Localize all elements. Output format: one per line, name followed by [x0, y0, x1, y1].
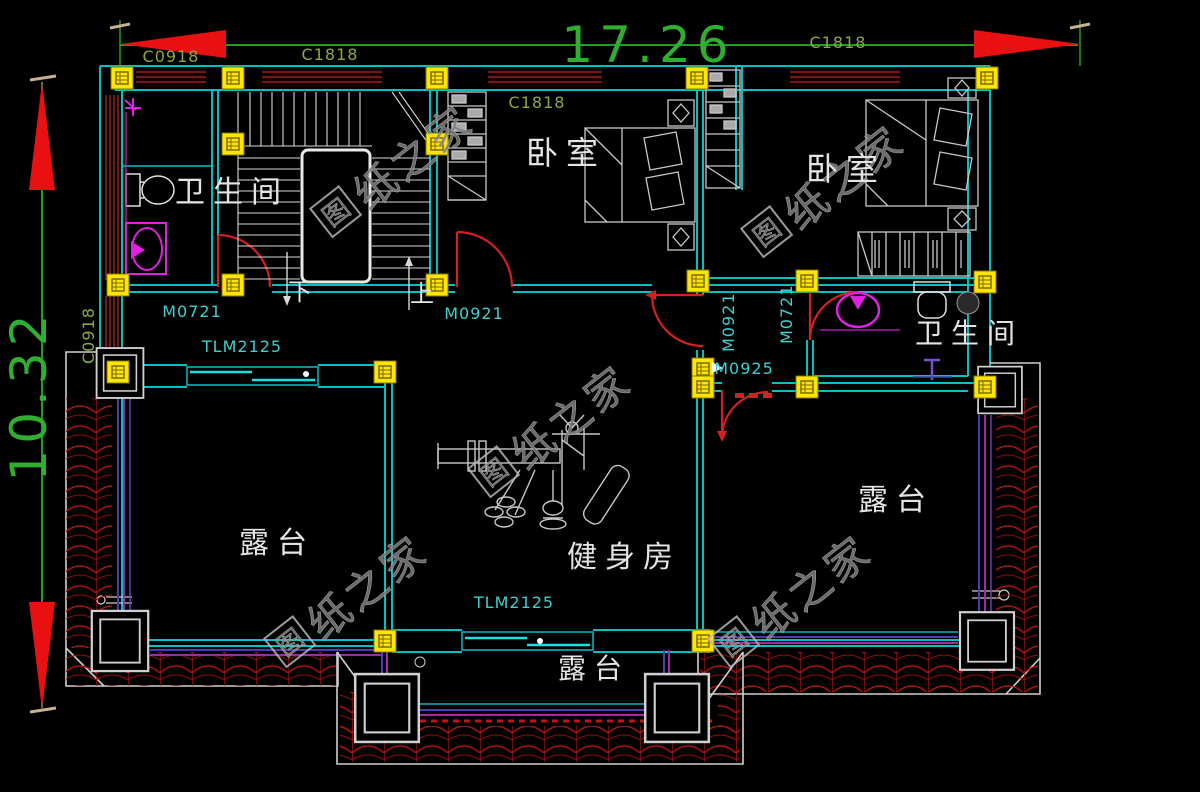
nightstand-right-top [947, 77, 977, 99]
label-door-m0721-hall: M0721 [777, 284, 796, 344]
window-c1818-top-left [262, 69, 382, 87]
watermark: 图 纸之家 [466, 355, 642, 499]
sliding-doors [186, 366, 594, 651]
floor-drain-icon [124, 98, 141, 116]
washbasin-right [820, 291, 900, 331]
door-bedroom-mid [455, 230, 514, 288]
closet-shaft [705, 69, 741, 189]
toilet-right [913, 281, 951, 319]
label-window-c1818-top-right: C1818 [810, 33, 867, 52]
label-room-bedroom-right: 卧室 [806, 150, 886, 188]
label-window-c0918-side: C0918 [79, 307, 98, 364]
window-c0918-top [136, 69, 206, 87]
watermark-logo-circle [956, 291, 980, 315]
bed-right [865, 99, 979, 207]
nightstand-right-bottom [947, 207, 977, 231]
sliding-door-gym [461, 631, 594, 651]
label-window-c1818-mid: C1818 [509, 93, 566, 112]
label-room-bathroom-left: 卫生间 [175, 175, 289, 210]
label-room-bathroom-right: 卫生间 [915, 317, 1023, 350]
doors [216, 230, 859, 442]
label-room-gym: 健身房 [567, 540, 681, 575]
labels: C0918 C1818 C1818 C1818 C0918 M0721 M092… [79, 33, 1023, 685]
label-tlm2125-gym: TLM2125 [473, 593, 554, 612]
dim-arrow-left [120, 30, 226, 58]
gym-equipment [437, 414, 630, 530]
door-terrace-right [717, 390, 769, 442]
label-room-terrace-bottom: 露台 [558, 652, 630, 685]
nightstand-mid-top [667, 99, 695, 127]
nightstand-mid-bottom [667, 223, 695, 251]
bed-mid [584, 127, 696, 223]
label-window-c0918-top: C0918 [143, 47, 200, 66]
svg-text:纸之家: 纸之家 [742, 526, 881, 650]
dimension-lines: 17.26 10.32 [0, 16, 1091, 714]
label-door-m0925: M0925 [714, 359, 774, 378]
post-terrace-left-bottom [90, 609, 150, 673]
dim-arrow-down [29, 602, 55, 710]
staircase [237, 91, 431, 310]
label-window-c1818-top-left: C1818 [302, 45, 359, 64]
furniture [447, 69, 979, 277]
svg-text:纸之家: 纸之家 [502, 356, 641, 480]
label-stairs-down: 下 [288, 278, 312, 306]
label-tlm2125-left: TLM2125 [201, 337, 282, 356]
porch-drain [414, 656, 426, 668]
window-c1818-top-right [790, 69, 900, 87]
watermark: 图 纸之家 [739, 115, 915, 259]
label-room-terrace-right: 露台 [858, 483, 934, 518]
label-room-bedroom-mid: 卧室 [526, 134, 606, 172]
dim-arrow-up [29, 82, 55, 190]
window-c1818-mid [488, 69, 602, 87]
label-door-m0921-center: M0921 [444, 304, 504, 323]
washbasin-left [125, 222, 167, 275]
windows [105, 69, 900, 360]
toilet-left [125, 173, 175, 207]
door-bedroom-right [645, 290, 704, 348]
dimension-width: 17.26 [561, 16, 734, 74]
sliding-door-terrace-left [186, 366, 319, 386]
label-door-m0921-hall: M0921 [719, 292, 738, 352]
post-terrace-right-bottom [958, 611, 1016, 671]
leader-arrow [712, 362, 723, 373]
dimension-height: 10.32 [0, 308, 58, 481]
door-bathroom-right [808, 290, 859, 341]
label-door-m0721-left: M0721 [162, 302, 222, 321]
post-porch-left [353, 672, 421, 744]
post-porch-right [643, 672, 711, 744]
label-room-terrace-left: 露台 [239, 526, 315, 561]
label-stairs-up: 上 [410, 280, 434, 308]
wardrobe-right [857, 231, 971, 277]
dim-arrow-right [974, 30, 1080, 58]
hose-bib-icon [913, 358, 952, 380]
door-bathroom-left [216, 233, 272, 288]
window-side-hatch [105, 95, 119, 360]
